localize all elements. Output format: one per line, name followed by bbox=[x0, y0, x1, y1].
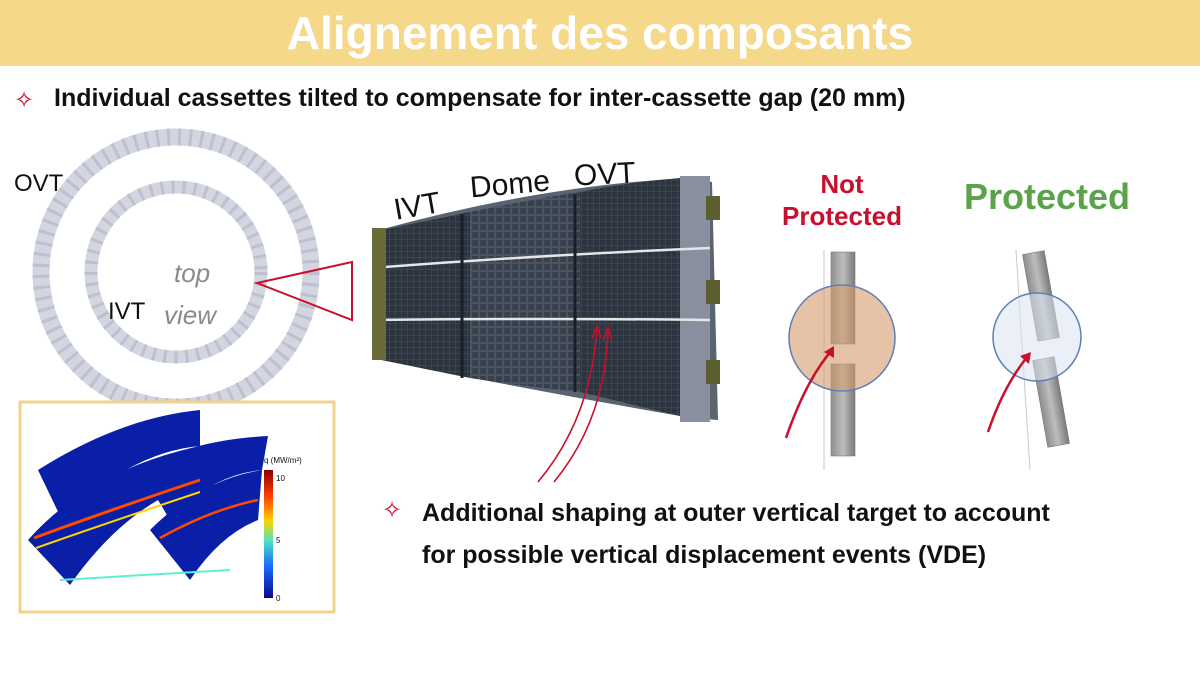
top-view-top-label: top bbox=[174, 258, 211, 288]
protected-label: Protected bbox=[964, 176, 1131, 217]
heatmap-legend-title: q (MW/m²) bbox=[264, 456, 302, 465]
cassette-dome-label: Dome bbox=[468, 164, 552, 205]
cassette-ovt-label: OVT bbox=[573, 156, 637, 193]
bullet-2-line2: for possible vertical displacement event… bbox=[422, 541, 987, 569]
heatmap-inset bbox=[18, 400, 336, 614]
bullet-2-line1: Additional shaping at outer vertical tar… bbox=[422, 499, 1050, 527]
heatmap-tick-5: 5 bbox=[276, 536, 281, 545]
bullet-2-text: Additional shaping at outer vertical tar… bbox=[422, 492, 1050, 576]
heatmap-tick-0: 0 bbox=[276, 594, 281, 603]
not-protected-line1: Not bbox=[820, 169, 864, 199]
not-protected-diagram bbox=[784, 250, 896, 470]
title-bar bbox=[0, 0, 1200, 66]
slide-title: Alignement des composants bbox=[286, 7, 914, 59]
bullet-1-text: Individual cassettes tilted to compensat… bbox=[54, 84, 906, 112]
heatmap-tick-10: 10 bbox=[276, 474, 285, 483]
bullet-1-icon: ✧ bbox=[14, 87, 35, 114]
protected-diagram bbox=[986, 249, 1082, 471]
top-view-ovt-label: OVT bbox=[14, 170, 64, 197]
not-protected-line2: Protected bbox=[782, 201, 902, 231]
cassette-assembly bbox=[371, 176, 720, 422]
top-view-ivt-label: IVT bbox=[108, 298, 146, 325]
not-protected-label: Not Protected bbox=[770, 168, 914, 232]
gap-arrows bbox=[537, 323, 613, 483]
top-view-view-label: view bbox=[164, 300, 217, 330]
bullet-2-icon: ✧ bbox=[382, 497, 403, 524]
